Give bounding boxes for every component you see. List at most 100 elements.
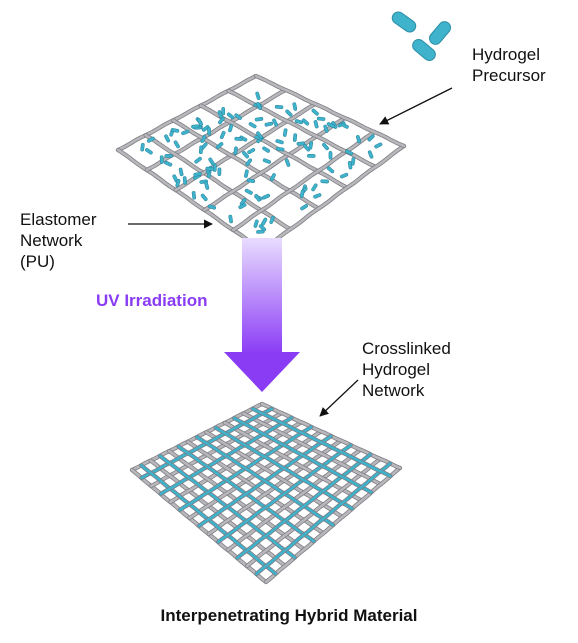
precursor-molecule (207, 204, 217, 210)
precursor-molecule (256, 102, 262, 110)
figure-caption: Interpenetrating Hybrid Material (160, 606, 418, 625)
precursor-molecule (311, 183, 318, 192)
precursor-molecule (345, 149, 354, 156)
hydrogel-precursor-molecules-icon (391, 11, 451, 61)
precursor-molecule (205, 166, 214, 171)
precursor-molecule (159, 155, 164, 164)
elastomer-strand (144, 133, 292, 231)
hydrogel-strand (195, 435, 335, 527)
precursor-molecule (258, 224, 267, 232)
precursor-molecule (201, 125, 210, 132)
elastomer-network-label: Elastomer Network (PU) (20, 209, 97, 272)
precursor-molecule (194, 156, 202, 164)
precursor-molecule (228, 214, 233, 224)
uv-arrow (224, 238, 300, 392)
precursor-molecule (367, 134, 375, 142)
precursor-molecule (193, 171, 202, 177)
precursor-molecule (347, 160, 353, 170)
label-line: Hydrogel (362, 360, 431, 379)
label-line: Elastomer (20, 210, 97, 229)
precursor-molecule (326, 122, 335, 129)
precursor-molecule (256, 131, 263, 139)
hydrogel-strand (232, 416, 373, 494)
hydrogel-strand (216, 443, 352, 544)
precursor-molecule (204, 181, 210, 190)
precursor-molecule (218, 116, 225, 125)
precursor-molecule (228, 123, 234, 133)
elastomer-strand (254, 74, 406, 148)
precursor-molecule (313, 193, 322, 199)
precursor-molecule (178, 167, 184, 177)
precursor-molecule (233, 146, 238, 155)
label-line: Crosslinked (362, 339, 451, 358)
precursor-molecule (253, 219, 259, 228)
precursor-molecules-in-mesh (140, 91, 383, 234)
precursor-molecule (217, 167, 222, 176)
precursor-molecule (181, 129, 190, 136)
precursor-molecule (264, 121, 273, 127)
precursor-capsule-icon (429, 21, 451, 45)
precursor-molecule (200, 193, 208, 202)
precursor-molecule (292, 102, 298, 111)
precursor-molecule (323, 124, 329, 133)
precursor-molecule (164, 154, 173, 158)
precursor-molecule (198, 145, 204, 155)
precursor-molecule (275, 139, 284, 145)
label-line: Network (20, 231, 83, 250)
precursor-molecule (164, 134, 171, 143)
precursor-molecule (367, 150, 374, 159)
precursor-molecule (234, 113, 242, 120)
uv-irradiation-label: UV Irradiation (96, 291, 208, 310)
precursor-molecule (247, 148, 256, 155)
label-line: Network (362, 381, 425, 400)
precursor-molecule (311, 108, 319, 116)
precursor-molecule (269, 173, 276, 182)
precursor-molecule (296, 141, 306, 146)
precursor-molecule (299, 189, 305, 199)
elastomer-strand (199, 104, 349, 189)
elastomer-strand (260, 144, 406, 252)
precursor-molecule (164, 160, 173, 167)
precursor-molecule (234, 136, 243, 141)
elastomer-strand (231, 130, 376, 232)
precursor-molecule (261, 217, 268, 226)
precursor-molecule (191, 124, 200, 129)
precursor-molecule (292, 133, 298, 142)
precursor-molecule (140, 142, 145, 152)
precursor-molecule (248, 122, 257, 129)
hydrogel-strand (236, 453, 372, 560)
interpenetrating-woven-mesh (129, 401, 403, 585)
hydrogel-strand (255, 462, 392, 576)
crosslinked-hydrogel-label: Crosslinked Hydrogel Network (362, 338, 451, 401)
precursor-molecule (208, 157, 215, 166)
precursor-capsule-icon (391, 11, 417, 33)
precursor-molecule (254, 193, 261, 202)
precursor-molecule (294, 119, 304, 125)
elastomer-strand (116, 74, 258, 152)
precursor-molecule (269, 215, 275, 224)
precursor-molecule (244, 169, 249, 178)
precursor-molecule (175, 178, 181, 188)
precursor-molecule (200, 135, 207, 143)
precursor-molecule (173, 140, 180, 149)
precursor-molecule (197, 118, 203, 127)
precursor-molecule (316, 116, 326, 121)
precursor-molecule (226, 112, 235, 120)
precursor-molecule (301, 118, 310, 126)
precursor-molecule (255, 91, 261, 100)
precursor-molecule (146, 136, 155, 143)
precursor-molecule (322, 142, 329, 151)
precursor-molecule (254, 117, 264, 122)
precursor-molecule (262, 146, 270, 153)
precursor-molecule (307, 153, 316, 158)
label-line: Precursor (472, 66, 546, 85)
precursor-molecule (285, 109, 293, 117)
elastomer-strand (116, 148, 264, 252)
precursor-molecule (275, 146, 285, 152)
precursor-molecule (340, 122, 349, 129)
hydrogel-precursor-label: Hydrogel Precursor (472, 44, 546, 86)
hydrogel-strand (214, 426, 354, 510)
precursor-molecule (374, 142, 383, 149)
precursor-molecule (326, 166, 335, 174)
precursor-molecule (215, 142, 224, 149)
